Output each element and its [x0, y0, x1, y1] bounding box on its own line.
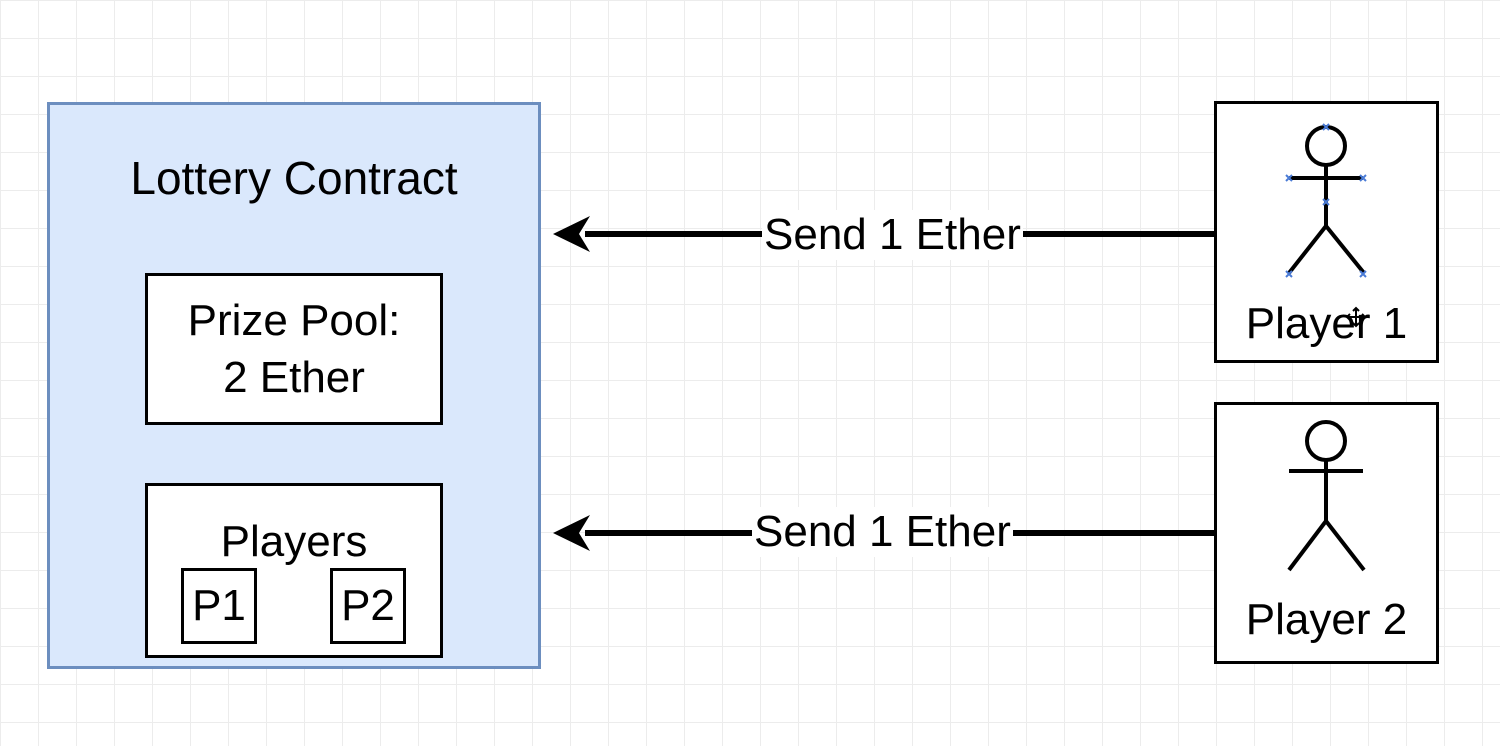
player-2-box[interactable] — [1214, 402, 1439, 664]
actor-2-head — [1305, 420, 1347, 462]
prize-pool-value: 2 Ether — [223, 353, 365, 402]
prize-pool-label: Prize Pool: — [187, 296, 401, 345]
actor-1-right-leg — [1324, 224, 1366, 275]
player-1-box[interactable] — [1214, 101, 1439, 363]
player-1-actor-icon[interactable] — [1287, 125, 1366, 275]
player-slot-p1-label: P1 — [192, 581, 246, 630]
player-2-label: Player 2 — [1245, 595, 1408, 644]
prize-pool-box[interactable]: Prize Pool: 2 Ether — [145, 273, 443, 425]
actor-1-left-leg — [1287, 224, 1328, 275]
send-ether-label-1: Send 1 Ether — [762, 210, 1023, 260]
move-cursor-icon — [1345, 306, 1367, 328]
lottery-contract-title: Lottery Contract — [130, 152, 458, 204]
player-1-label: Player 1 — [1245, 299, 1408, 348]
player-slot-p2-label: P2 — [341, 581, 395, 630]
selection-handles-icon[interactable] — [1285, 123, 1367, 278]
actor-2-right-leg — [1324, 519, 1366, 572]
player-2-actor-icon[interactable] — [1287, 420, 1366, 572]
player-slot-p2[interactable]: P2 — [330, 568, 406, 644]
players-label: Players — [220, 517, 368, 566]
send-ether-label-2: Send 1 Ether — [752, 507, 1013, 557]
player-slot-p1[interactable]: P1 — [181, 568, 257, 644]
actor-1-head — [1305, 125, 1347, 167]
actor-2-left-leg — [1287, 519, 1328, 572]
arrow-1-head — [553, 216, 590, 252]
arrow-2-head — [553, 515, 590, 551]
